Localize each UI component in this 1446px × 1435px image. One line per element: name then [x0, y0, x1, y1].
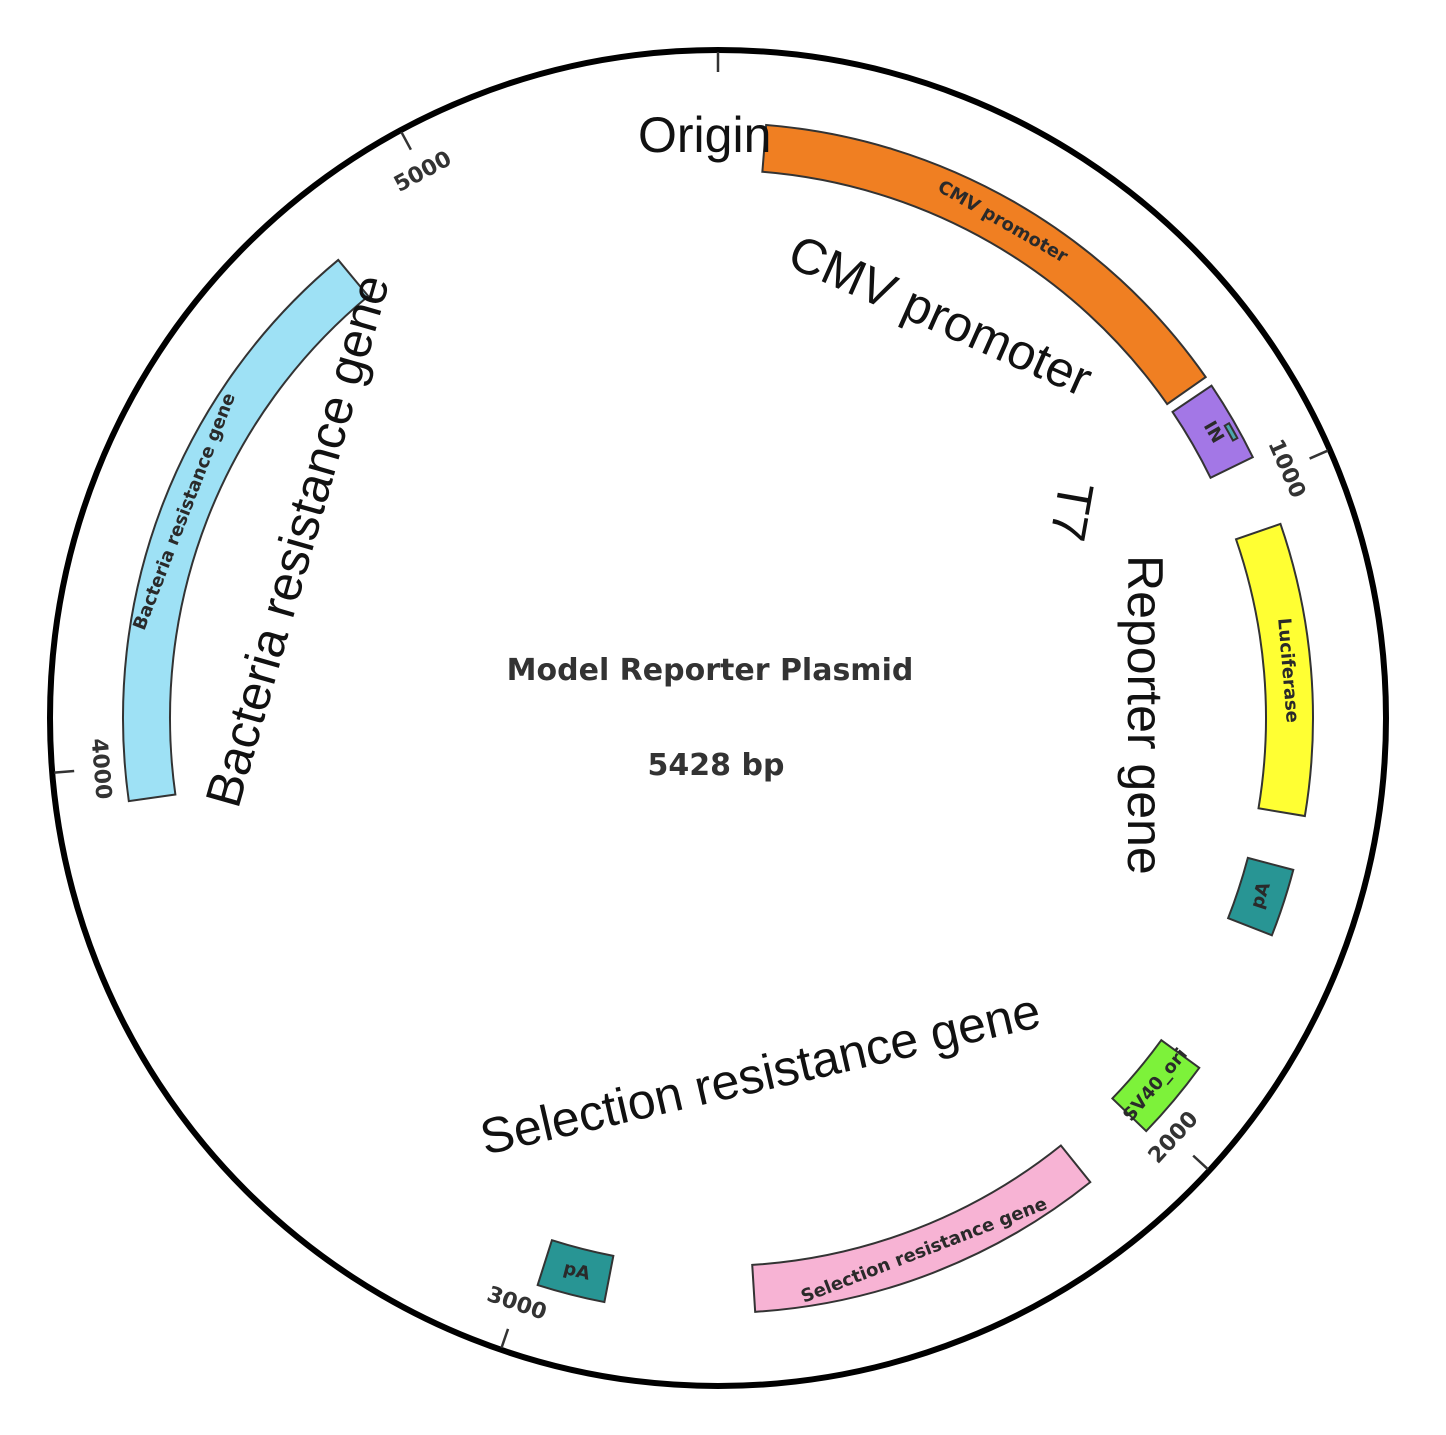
cmv-promoter-arc	[761, 123, 1208, 406]
tick-4000	[54, 769, 75, 774]
selection-resistance-label: Selection resistance gene	[798, 1193, 1050, 1307]
tick-1000	[1309, 449, 1329, 460]
tick-label-1000: 1000	[1263, 436, 1310, 502]
tick-label-3000: 3000	[484, 1282, 550, 1326]
selection-resistance-label: Selection resistance gene	[475, 982, 1046, 1165]
intron-box-arc	[1171, 384, 1255, 480]
plasmid-size: 5428 bp	[648, 748, 785, 783]
selection-resistance-arc	[751, 1144, 1092, 1313]
plasmid-title: Model Reporter Plasmid	[507, 653, 914, 688]
pa2-box-arc	[536, 1238, 615, 1304]
t7-label: T7	[1039, 478, 1104, 545]
tick-2000	[1192, 1154, 1209, 1171]
sv40-box-arc	[1110, 1038, 1201, 1133]
luciferase-arc	[1234, 522, 1315, 818]
tick-label-5000: 5000	[390, 147, 456, 198]
tick-label-4000: 4000	[86, 737, 116, 800]
polya-box-arc	[1226, 856, 1295, 937]
origin-label: Origin	[638, 107, 771, 163]
tick-3000	[500, 1328, 510, 1349]
bacteria-resistance-arc	[122, 258, 370, 803]
t7-site-arc	[1223, 421, 1239, 442]
reporter-gene-label: Reporter gene	[1117, 555, 1173, 875]
plasmid-backbone	[47, 47, 1389, 1389]
tick-5000	[400, 131, 412, 151]
